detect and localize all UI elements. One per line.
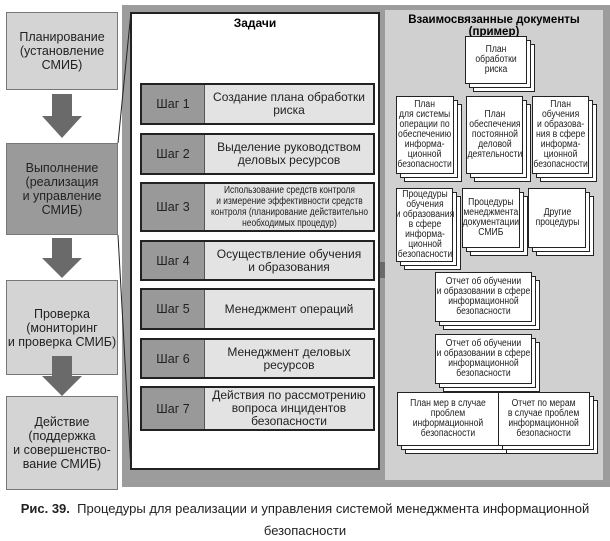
tasks-title: Задачи xyxy=(233,16,277,30)
arrow-down-icon xyxy=(42,94,82,138)
step-text: Осуществление обучения и образования xyxy=(216,246,362,274)
document-card: Отчет по мерам в случае проблем информац… xyxy=(498,392,598,454)
phase-acting: Действие (поддержка и совершенство- вани… xyxy=(6,396,118,490)
document-text: Отчет об обучении и образовании в сфере … xyxy=(436,338,531,379)
document-card: Процедуры менеджмента документации СМИБ xyxy=(462,188,528,256)
step-label: Шаг 2 xyxy=(142,135,205,173)
document-frame: Отчет по мерам в случае проблем информац… xyxy=(498,392,590,446)
document-frame: Другие процедуры xyxy=(528,188,586,248)
step-1: Шаг 1 Создание плана обработки риска xyxy=(140,83,375,125)
document-frame: Отчет об обучении и образовании в сфере … xyxy=(435,334,532,384)
figure-caption: Рис. 39. Процедуры для реализации и упра… xyxy=(0,498,610,541)
phase-planning: Планирование (установление СМИБ) xyxy=(6,12,118,90)
document-text: Другие процедуры xyxy=(535,207,579,228)
step-label: Шаг 4 xyxy=(142,242,205,279)
step-5: Шаг 5 Менеджмент операций xyxy=(140,288,375,330)
document-card: План обработки риска xyxy=(465,36,535,92)
step-2: Шаг 2 Выделение руководством деловых ресу… xyxy=(140,133,375,175)
document-card: Отчет об обучении и образовании в сфере … xyxy=(435,272,540,330)
step-text: Менеджмент деловых ресурсов xyxy=(227,344,351,372)
document-text: План обучения и образова- ния в сфере ин… xyxy=(533,99,588,170)
step-label: Шаг 6 xyxy=(142,340,205,377)
step-text-cell: Использование средств контроля и измерен… xyxy=(205,184,373,230)
document-frame: Отчет об обучении и образовании в сфере … xyxy=(435,272,532,322)
step-label: Шаг 5 xyxy=(142,290,205,328)
document-frame: План для системы операции по обеспечению… xyxy=(396,96,454,174)
document-frame: План обеспечения постоянной деловой деят… xyxy=(466,96,523,174)
document-frame: Процедуры обучения и образования в сфере… xyxy=(395,188,454,262)
document-text: Процедуры менеджмента документации СМИБ xyxy=(462,197,520,238)
document-card: План для системы операции по обеспечению… xyxy=(396,96,462,182)
documents-title: Взаимосвязанные документы (пример) xyxy=(408,14,580,38)
step-label: Шаг 1 xyxy=(142,85,205,123)
phase-doing: Выполнение (реализация и управление СМИБ… xyxy=(6,143,118,235)
document-card: Другие процедуры xyxy=(528,188,594,256)
document-frame: План мер в случае проблем информационной… xyxy=(397,392,499,446)
document-text: Отчет об обучении и образовании в сфере … xyxy=(436,276,531,317)
step-label: Шаг 3 xyxy=(142,184,205,230)
document-text: Отчет по мерам в случае проблем информац… xyxy=(508,398,580,439)
caption-number: Рис. 39. xyxy=(20,501,70,516)
document-text: План обработки риска xyxy=(475,44,517,75)
document-card: План обучения и образова- ния в сфере ин… xyxy=(532,96,597,182)
step-text: Создание плана обработки риска xyxy=(213,90,365,117)
document-card: Отчет об обучении и образовании в сфере … xyxy=(435,334,540,392)
document-card: План обеспечения постоянной деловой деят… xyxy=(466,96,531,182)
arrow-down-icon xyxy=(42,238,82,278)
step-text: Использование средств контроля и измерен… xyxy=(210,185,368,229)
arrow-down-icon xyxy=(42,356,82,396)
step-label: Шаг 7 xyxy=(142,388,205,429)
document-card: План мер в случае проблем информационной… xyxy=(397,392,507,454)
document-card: Процедуры обучения и образования в сфере… xyxy=(395,188,461,270)
document-text: План мер в случае проблем информационной… xyxy=(410,398,486,439)
step-4: Шаг 4 Осуществление обучения и образовани… xyxy=(140,240,375,281)
document-frame: Процедуры менеджмента документации СМИБ xyxy=(462,188,520,248)
step-text: Действия по рассмотрению вопроса инциден… xyxy=(212,388,366,428)
step-text: Выделение руководством деловых ресурсов xyxy=(217,140,361,167)
document-text: Процедуры обучения и образования в сфере… xyxy=(395,189,454,260)
caption-text: Процедуры для реализации и управления си… xyxy=(77,501,590,538)
document-text: План обеспечения постоянной деловой деят… xyxy=(467,109,522,160)
step-6: Шаг 6 Менеджмент деловых ресурсов xyxy=(140,338,375,379)
phase-checking: Проверка (мониторинг и проверка СМИБ) xyxy=(6,280,118,375)
step-text: Менеджмент операций xyxy=(224,301,354,316)
document-text: План для системы операции по обеспечению… xyxy=(397,99,453,170)
document-frame: План обучения и образова- ния в сфере ин… xyxy=(532,96,589,174)
document-frame: План обработки риска xyxy=(465,36,527,84)
